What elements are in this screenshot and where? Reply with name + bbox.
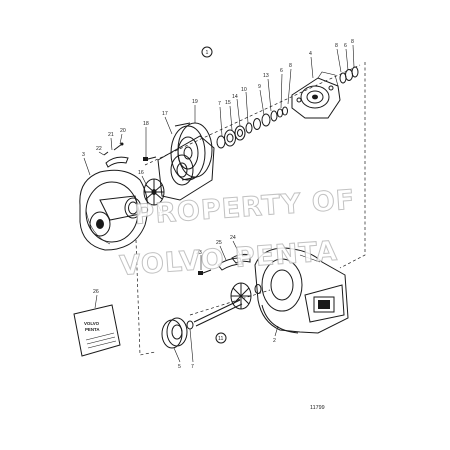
callout-9: 9 (258, 84, 261, 90)
watermark-line-2: VOLVO PENTA (119, 236, 339, 282)
section-marker-1: 1 (201, 46, 213, 58)
shaft-and-turbine-wheel (193, 282, 262, 327)
back-plate-part (157, 135, 215, 201)
callout-23: 23 (196, 250, 202, 256)
callout-5: 5 (178, 364, 181, 370)
watermark-line-1: PROPERTY OF (134, 185, 357, 231)
manual-box-line-2: PENTA (85, 327, 100, 332)
callout-10: 10 (241, 87, 247, 93)
callout-15: 15 (225, 100, 231, 106)
callout-6: 6 (344, 43, 347, 49)
callout-14: 14 (232, 94, 238, 100)
callout-2: 2 (273, 338, 276, 344)
callout-4: 4 (309, 51, 312, 57)
callout-20: 20 (120, 128, 126, 134)
svg-text:1: 1 (206, 50, 209, 56)
callout-labels: 4 8 6 8 8 6 13 9 10 14 15 7 19 17 18 20 … (82, 39, 354, 370)
callout-7: 7 (218, 101, 221, 107)
callout-8: 8 (289, 63, 292, 69)
callout-13: 13 (263, 73, 269, 79)
callout-8: 8 (351, 39, 354, 45)
manual-box: VOLVO PENTA (73, 304, 121, 357)
section-marker-11: 11 (215, 332, 227, 344)
shaft-rings-upper (216, 106, 288, 149)
clamp-parts (103, 142, 129, 168)
callout-12: 12 (158, 212, 164, 218)
callout-19: 19 (192, 99, 198, 105)
callout-26: 26 (93, 289, 99, 295)
assembly-axis-lines (135, 62, 366, 356)
callout-3: 3 (82, 152, 85, 158)
callout-25: 25 (216, 240, 222, 246)
manual-box-line-1: VOLVO (84, 321, 100, 326)
callout-leaders (83, 44, 355, 363)
compressor-housing (79, 169, 149, 251)
callout-16: 16 (138, 170, 144, 176)
lower-clamp-parts (217, 253, 251, 271)
ring-stack-top-right (339, 66, 359, 84)
callout-22: 22 (96, 146, 102, 152)
bolt-part-18 (143, 156, 157, 161)
bearing-housing-part (291, 71, 341, 119)
callout-24: 24 (230, 235, 236, 241)
callout-6: 6 (280, 68, 283, 74)
callout-7: 7 (191, 364, 194, 370)
callout-17: 17 (162, 111, 168, 117)
watermark: PROPERTY OF VOLVO PENTA (118, 184, 357, 282)
callout-8: 8 (335, 43, 338, 49)
callout-18: 18 (143, 121, 149, 127)
lower-seal-disc (161, 317, 194, 349)
callout-21: 21 (108, 132, 114, 138)
svg-text:11: 11 (218, 336, 223, 342)
figure-number: 11799 (310, 405, 325, 411)
bolt-part-23 (198, 269, 212, 275)
turbine-housing (254, 247, 349, 334)
compressor-wheel (143, 178, 165, 206)
